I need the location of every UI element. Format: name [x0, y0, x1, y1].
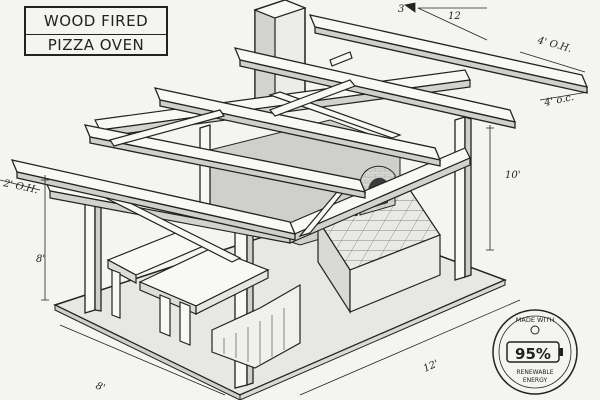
dim-length: 12': [422, 358, 441, 374]
badge-percent: 95%: [515, 345, 551, 363]
dim-post-height: 10': [505, 170, 520, 181]
rafters: [10, 14, 589, 241]
dim-spacing: 4' o.c.: [542, 92, 575, 109]
dimension-lines: [0, 2, 589, 396]
dim-overhang-top: 4' O.H.: [535, 35, 573, 55]
dim-width: 8': [94, 381, 107, 395]
pizza-oven: [317, 165, 441, 315]
title-line-1: WOOD FIRED: [43, 12, 149, 30]
bulb-icon: [530, 325, 540, 335]
renewable-energy-badge: MADE WITH 95% RENEWABLE ENERGY: [492, 309, 578, 395]
badge-line2: ENERGY: [523, 377, 548, 384]
dim-side-height: 8': [36, 254, 45, 265]
badge-line1: RENEWABLE: [516, 369, 553, 376]
title-line-2: PIZZA OVEN: [26, 34, 166, 55]
cross-beams: [109, 51, 357, 147]
badge-top-text: MADE WITH: [516, 316, 555, 324]
dim-rise: 3: [398, 4, 404, 15]
bench-and-table: [106, 231, 301, 369]
title-box: WOOD FIRED PIZZA OVEN: [24, 6, 168, 56]
dim-run: 12: [448, 11, 461, 22]
